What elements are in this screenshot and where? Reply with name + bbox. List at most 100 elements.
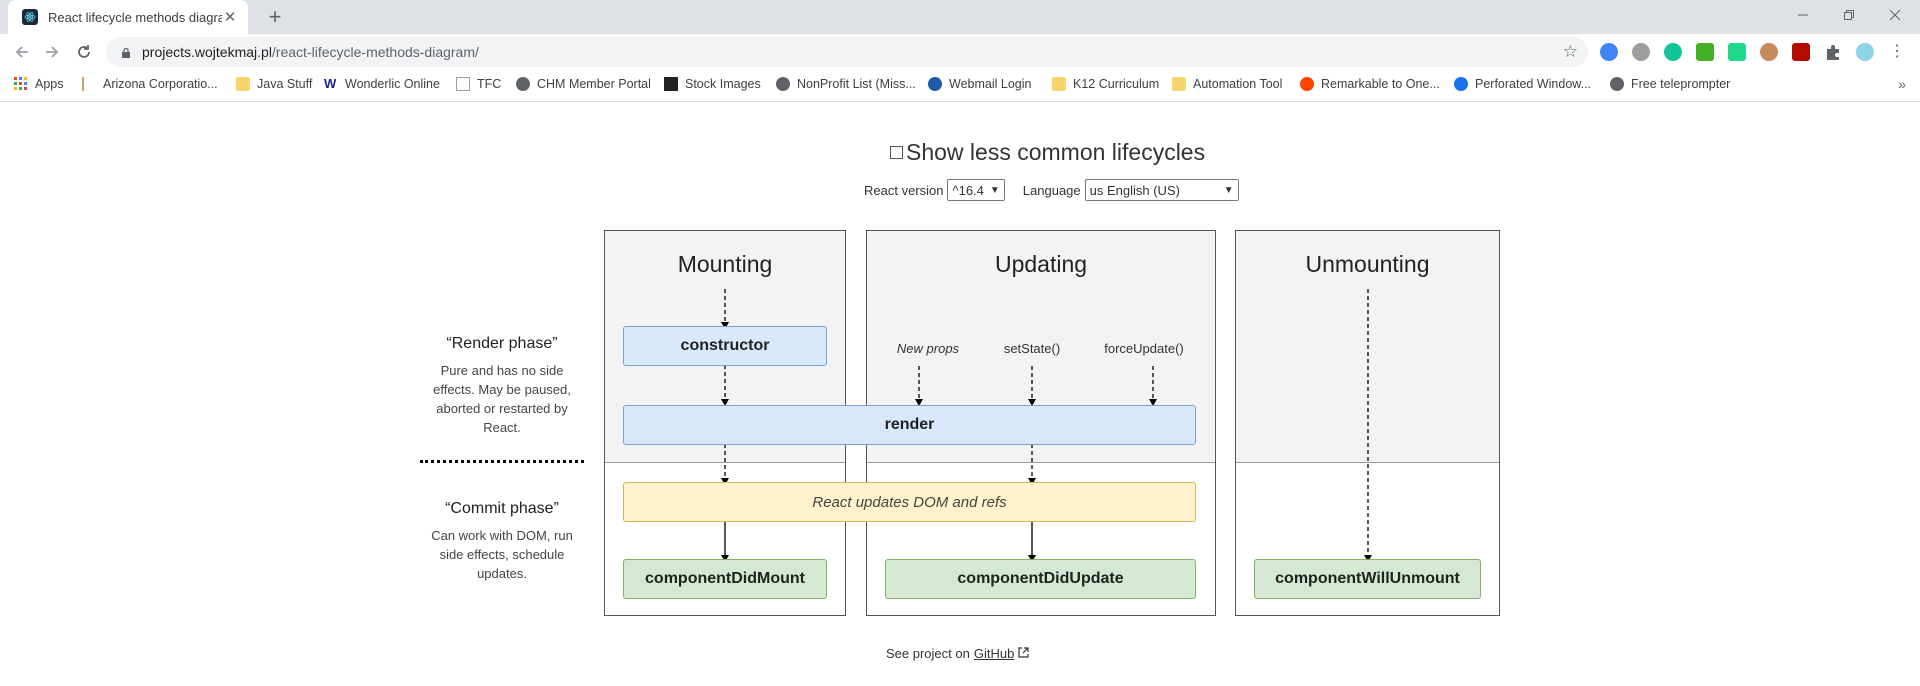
force-update-trigger: forceUpdate() bbox=[1104, 341, 1184, 356]
minimize-button[interactable] bbox=[1780, 0, 1826, 30]
extension-dog-icon[interactable] bbox=[1760, 43, 1778, 61]
constructor-method[interactable]: constructor bbox=[623, 326, 827, 366]
close-window-button[interactable] bbox=[1872, 0, 1918, 30]
arrowhead bbox=[721, 555, 729, 562]
diagram-controls: React version ^16.4▼ Language us English… bbox=[864, 179, 1239, 201]
extension-2-icon[interactable] bbox=[1632, 43, 1650, 61]
forward-button[interactable] bbox=[40, 40, 64, 64]
bookmark-automation[interactable]: Automation Tool bbox=[1172, 77, 1282, 91]
more-bookmarks-icon[interactable]: » bbox=[1898, 76, 1906, 92]
back-button[interactable] bbox=[10, 40, 34, 64]
url-text: projects.wojtekmaj.pl/react-lifecycle-me… bbox=[142, 44, 1563, 60]
language-label: Language bbox=[1022, 182, 1081, 198]
extension-1-icon[interactable] bbox=[1600, 43, 1618, 61]
tab-title: React lifecycle methods diagram bbox=[48, 9, 222, 25]
address-bar[interactable]: projects.wojtekmaj.pl/react-lifecycle-me… bbox=[106, 37, 1588, 67]
react-version-label: React version bbox=[864, 182, 944, 198]
tfc-icon bbox=[456, 77, 470, 91]
browser-tab[interactable]: React lifecycle methods diagram ✕ bbox=[8, 0, 248, 34]
unmounting-title: Unmounting bbox=[1305, 251, 1430, 277]
bookmark-star-icon[interactable]: ☆ bbox=[1562, 42, 1578, 61]
folder-icon bbox=[1052, 77, 1066, 91]
tab-strip: React lifecycle methods diagram ✕ + bbox=[0, 0, 1920, 34]
render-method[interactable]: render bbox=[623, 405, 1196, 445]
bookmark-chm[interactable]: CHM Member Portal bbox=[516, 77, 651, 91]
extensions-puzzle-icon[interactable] bbox=[1824, 43, 1842, 61]
new-tab-button[interactable]: + bbox=[268, 4, 282, 29]
react-version-select[interactable]: ^16.4▼ bbox=[947, 179, 1005, 201]
browser-toolbar: projects.wojtekmaj.pl/react-lifecycle-me… bbox=[0, 34, 1920, 70]
component-did-update-method[interactable]: componentDidUpdate bbox=[885, 559, 1196, 599]
render-phase-title: “Render phase” bbox=[446, 335, 558, 352]
less-common-toggle[interactable]: Show less common lifecycles bbox=[890, 139, 1205, 166]
acrobat-icon[interactable] bbox=[1792, 43, 1810, 61]
folder-icon bbox=[236, 77, 250, 91]
bookmark-webmail[interactable]: Webmail Login bbox=[928, 77, 1031, 91]
url-host: projects.wojtekmaj.pl bbox=[142, 44, 272, 60]
arrowhead bbox=[721, 478, 729, 485]
grammarly-icon[interactable] bbox=[1664, 43, 1682, 61]
arrowhead bbox=[1028, 555, 1036, 562]
arrowhead bbox=[915, 399, 923, 406]
arrowhead bbox=[721, 322, 729, 329]
mounting-title: Mounting bbox=[677, 251, 773, 277]
url-path: /react-lifecycle-methods-diagram/ bbox=[271, 44, 479, 60]
globe-icon bbox=[1610, 77, 1624, 91]
bookmark-teleprompter[interactable]: Free teleprompter bbox=[1610, 77, 1730, 91]
github-link[interactable]: GitHub bbox=[973, 646, 1015, 661]
language-select[interactable]: us English (US)▼ bbox=[1084, 179, 1239, 201]
reload-button[interactable] bbox=[72, 40, 96, 64]
chevron-down-icon: ▼ bbox=[989, 184, 1000, 196]
new-props-trigger: New props bbox=[896, 341, 960, 356]
webmail-icon bbox=[928, 77, 942, 91]
reddit-icon bbox=[1300, 77, 1314, 91]
bookmark-arizona[interactable]: Arizona Corporatio... bbox=[82, 77, 218, 91]
flow-arrows bbox=[721, 289, 1372, 562]
phase-divider bbox=[420, 460, 584, 463]
arrowhead bbox=[1028, 399, 1036, 406]
footer-prefix: See project on bbox=[886, 646, 970, 661]
extension-iq-icon[interactable] bbox=[1728, 43, 1746, 61]
perforated-icon bbox=[1454, 77, 1468, 91]
arrowhead bbox=[1364, 555, 1372, 562]
component-did-mount-method[interactable]: componentDidMount bbox=[623, 559, 827, 599]
updating-title: Updating bbox=[994, 251, 1088, 277]
lock-icon bbox=[120, 46, 132, 58]
component-will-unmount-method[interactable]: componentWillUnmount bbox=[1254, 559, 1481, 599]
selenium-icon[interactable] bbox=[1696, 43, 1714, 61]
globe-icon bbox=[516, 77, 530, 91]
bookmark-perforated[interactable]: Perforated Window... bbox=[1454, 77, 1591, 91]
bookmark-k12[interactable]: K12 Curriculum bbox=[1052, 77, 1159, 91]
external-link-icon bbox=[1018, 646, 1029, 661]
globe-icon bbox=[776, 77, 790, 91]
bookmark-stock-images[interactable]: Stock Images bbox=[664, 77, 761, 91]
profile-avatar-icon[interactable] bbox=[1856, 43, 1874, 61]
bookmark-tfc[interactable]: TFC bbox=[456, 77, 501, 91]
restore-button[interactable] bbox=[1826, 0, 1872, 30]
close-tab-icon[interactable]: ✕ bbox=[223, 9, 237, 26]
react-updates-dom-box: React updates DOM and refs bbox=[623, 482, 1196, 522]
set-state-trigger: setState() bbox=[1003, 341, 1061, 356]
footer: See project on GitHub bbox=[886, 646, 1029, 661]
toggle-label: Show less common lifecycles bbox=[906, 139, 1206, 165]
bookmark-java-stuff[interactable]: Java Stuff bbox=[236, 77, 312, 91]
page-content: Show less common lifecycles React versio… bbox=[0, 103, 1920, 686]
arizona-icon bbox=[82, 77, 96, 91]
apps-grid-icon bbox=[14, 77, 28, 91]
bookmark-remarkable[interactable]: Remarkable to One... bbox=[1300, 77, 1440, 91]
arrowhead bbox=[1028, 478, 1036, 485]
commit-phase-title: “Commit phase” bbox=[445, 500, 559, 517]
react-favicon-icon bbox=[22, 9, 38, 25]
arrowhead bbox=[721, 399, 729, 406]
chevron-down-icon: ▼ bbox=[1223, 184, 1234, 196]
commit-phase-desc: Can work with DOM, run side effects, sch… bbox=[431, 528, 573, 581]
checkbox[interactable] bbox=[890, 146, 903, 159]
menu-kebab-icon[interactable]: ⋮ bbox=[1889, 43, 1905, 60]
wonderlic-icon: W bbox=[324, 76, 337, 91]
bookmark-apps[interactable]: Apps bbox=[14, 77, 64, 91]
stock-images-icon bbox=[664, 77, 678, 91]
folder-icon bbox=[1172, 77, 1186, 91]
bookmark-nonprofit[interactable]: NonProfit List (Miss... bbox=[776, 77, 916, 91]
